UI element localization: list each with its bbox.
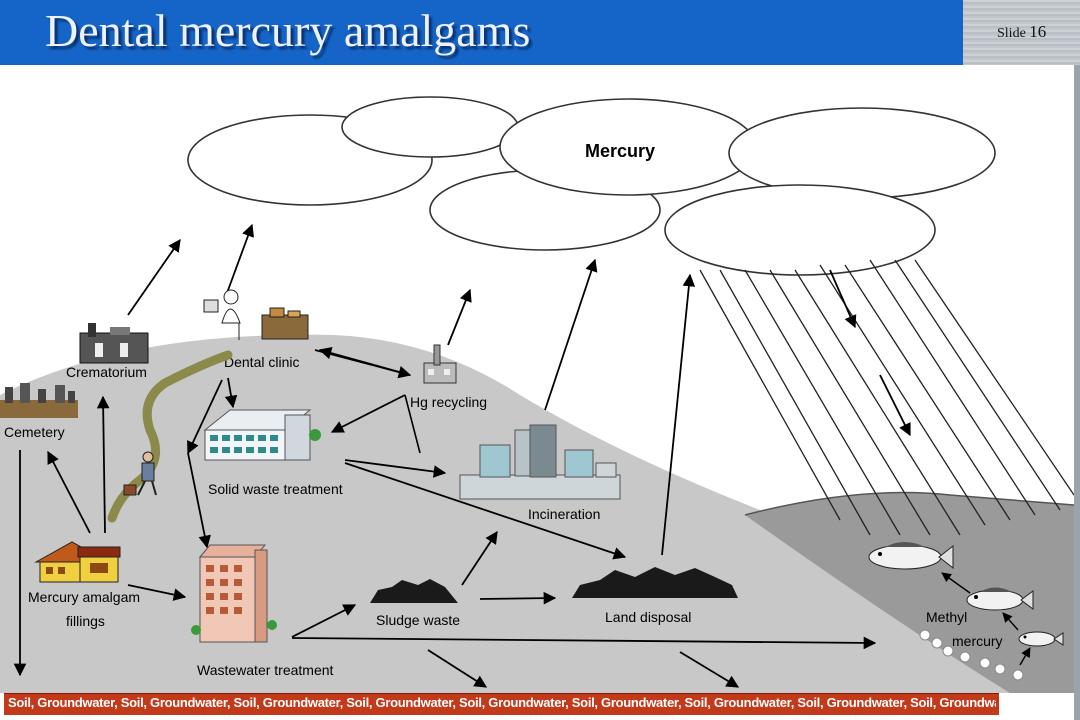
hg-recycling-plant-illustration: [423, 344, 457, 384]
crematorium-label: Crematorium: [66, 364, 147, 380]
solid-waste-treatment-building: [203, 409, 321, 461]
mercury-cycle-diagram: Mercury: [0, 96, 1074, 693]
sludge-waste-label: Sludge waste: [376, 612, 460, 628]
title-bar: [0, 0, 963, 65]
cemetery-label: Cemetery: [4, 424, 65, 440]
methyl-mercury-droplets: [919, 629, 1024, 681]
food-chain-arrows: [941, 572, 1031, 666]
wastewater-treatment-label: Wastewater treatment: [197, 662, 334, 678]
slide-number: Slide 16: [997, 22, 1046, 42]
walking-person-illustration: [123, 451, 157, 496]
land-disposal-label: Land disposal: [605, 609, 691, 625]
cloud: [664, 184, 936, 276]
soil-groundwater-band: [4, 693, 999, 715]
right-edge-strip: [1074, 65, 1080, 720]
slide-title: Dental mercury amalgams: [45, 5, 531, 56]
crematorium-illustration: [79, 323, 149, 364]
mercury-amalgam-fillings-label-line1: Mercury amalgam: [28, 589, 140, 605]
slide-number-value: 16: [1029, 22, 1047, 41]
house-illustration: [34, 541, 121, 583]
methyl-mercury-label-line1: Methyl: [926, 609, 967, 625]
dental-clinic-label: Dental clinic: [224, 354, 299, 370]
dark-water: [745, 492, 1074, 693]
wastewater-treatment-building: [191, 544, 277, 643]
cloud: [341, 96, 519, 158]
incineration-label: Incineration: [528, 506, 600, 522]
methyl-mercury-label-line2: mercury: [952, 633, 1003, 649]
land-disposal-mound: [572, 567, 738, 598]
recycling-return-line: [404, 394, 421, 454]
slide-number-tag: [963, 0, 1080, 65]
soil-groundwater-text: Soil, Groundwater, Soil, Groundwater, So…: [8, 695, 996, 710]
fish-large: [868, 542, 954, 570]
sludge-waste-mound: [370, 579, 458, 603]
mercury-amalgam-fillings-label-line2: fillings: [66, 613, 105, 629]
fish-illustrations: [868, 542, 1064, 647]
dental-clinic-illustration: [203, 289, 309, 340]
solid-waste-treatment-label: Solid waste treatment: [208, 481, 343, 497]
rain-lines: [699, 259, 1074, 536]
fish-small: [1018, 631, 1064, 647]
cemetery-illustration: [0, 383, 78, 418]
mercury-label: Mercury: [585, 141, 655, 161]
incineration-plant-illustration: [459, 424, 621, 500]
slide-number-label: Slide: [997, 26, 1026, 41]
fish-medium: [966, 587, 1034, 611]
cloud-group: [187, 96, 996, 276]
hg-recycling-label: Hg recycling: [410, 394, 487, 410]
shore-line: [744, 491, 1074, 516]
cloud: [728, 107, 996, 199]
flow-arrows: [13, 223, 911, 688]
